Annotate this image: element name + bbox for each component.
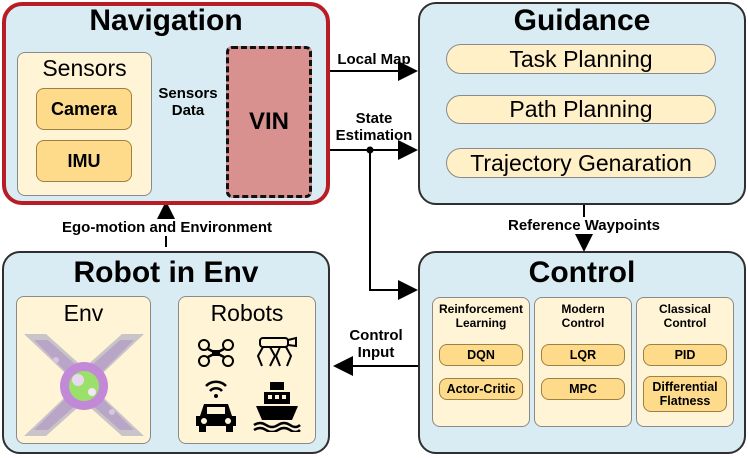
drone-icon — [198, 339, 234, 367]
mpc-method: MPC — [541, 378, 625, 400]
guidance-title: Guidance — [513, 4, 651, 37]
imu-box: IMU — [36, 140, 132, 182]
path-planning-step: Path Planning — [446, 95, 716, 124]
reference-waypoints-label: Reference Waypoints — [474, 217, 694, 234]
reinforcement-learning-column: Reinforcement Learning DQN Actor-Critic — [432, 297, 530, 427]
vin-box: VIN — [226, 46, 312, 198]
pid-method: PID — [643, 344, 727, 366]
robots-title: Robots — [210, 300, 284, 326]
ship-icon — [253, 382, 301, 432]
control-input-label: Control Input — [349, 327, 403, 361]
env-title: Env — [63, 300, 104, 326]
classical-control-title: Classical Control — [658, 302, 712, 330]
trajectory-generation-step: Trajectory Genaration — [446, 148, 716, 178]
camera-box: Camera — [36, 88, 132, 130]
state-to-control-arrow — [369, 150, 418, 300]
local-map-label: Local Map — [337, 51, 411, 68]
differential-flatness-method: Differential Flatness — [643, 376, 727, 412]
modern-control-title: Modern Control — [561, 302, 605, 330]
task-planning-step: Task Planning — [446, 44, 716, 74]
actor-critic-method: Actor-Critic — [439, 378, 523, 400]
modern-control-column: Modern Control LQR MPC — [534, 297, 632, 427]
quadruped-robot-icon — [256, 336, 297, 367]
robot-in-env-title: Robot in Env — [73, 256, 259, 289]
environment-map-image — [20, 330, 148, 440]
sensors-title: Sensors — [42, 55, 127, 81]
autonomous-car-icon — [196, 380, 236, 432]
control-title: Control — [528, 256, 636, 289]
dqn-method: DQN — [439, 344, 523, 366]
branch-dot — [366, 146, 374, 154]
classical-control-column: Classical Control PID Differential Flatn… — [636, 297, 734, 427]
reinforcement-learning-title: Reinforcement Learning — [438, 302, 524, 330]
ego-motion-label: Ego-motion and Environment — [40, 219, 294, 236]
sensors-data-label: Sensors Data — [158, 85, 218, 119]
lqr-method: LQR — [541, 344, 625, 366]
navigation-title: Navigation — [89, 4, 243, 37]
state-estimation-label: State Estimation — [335, 110, 413, 144]
